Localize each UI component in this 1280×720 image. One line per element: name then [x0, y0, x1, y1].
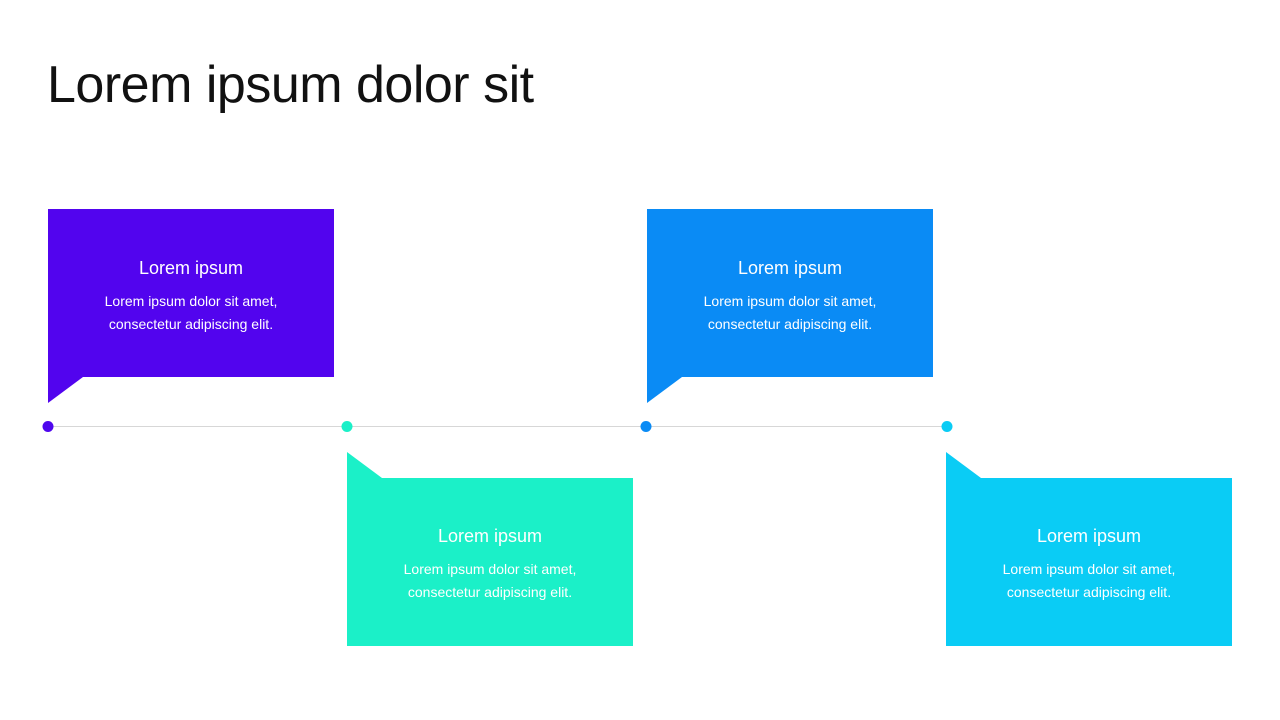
timeline-dot-1[interactable]: [42, 421, 54, 432]
card-pointer-tail: [48, 377, 83, 403]
card-body-text: Lorem ipsum dolor sit amet, consectetur …: [703, 293, 877, 332]
card-heading: Lorem ipsum: [1036, 526, 1142, 546]
timeline-dot-3[interactable]: [640, 421, 652, 432]
timeline-axis: [47, 426, 947, 427]
timeline-dot-4[interactable]: [941, 421, 953, 432]
card-heading: Lorem ipsum: [138, 258, 244, 278]
card-heading: Lorem ipsum: [737, 258, 843, 278]
timeline-dot-2[interactable]: [341, 421, 353, 432]
card-pointer-tail: [347, 452, 382, 478]
card-body-text: Lorem ipsum dolor sit amet, consectetur …: [1002, 561, 1176, 600]
card-body-text: Lorem ipsum dolor sit amet, consectetur …: [104, 293, 278, 332]
card-body-text: Lorem ipsum dolor sit amet, consectetur …: [403, 561, 577, 600]
page-title: Lorem ipsum dolor sit: [47, 56, 534, 114]
card-heading: Lorem ipsum: [437, 526, 543, 546]
card-pointer-tail: [946, 452, 981, 478]
card-pointer-tail: [647, 377, 682, 403]
